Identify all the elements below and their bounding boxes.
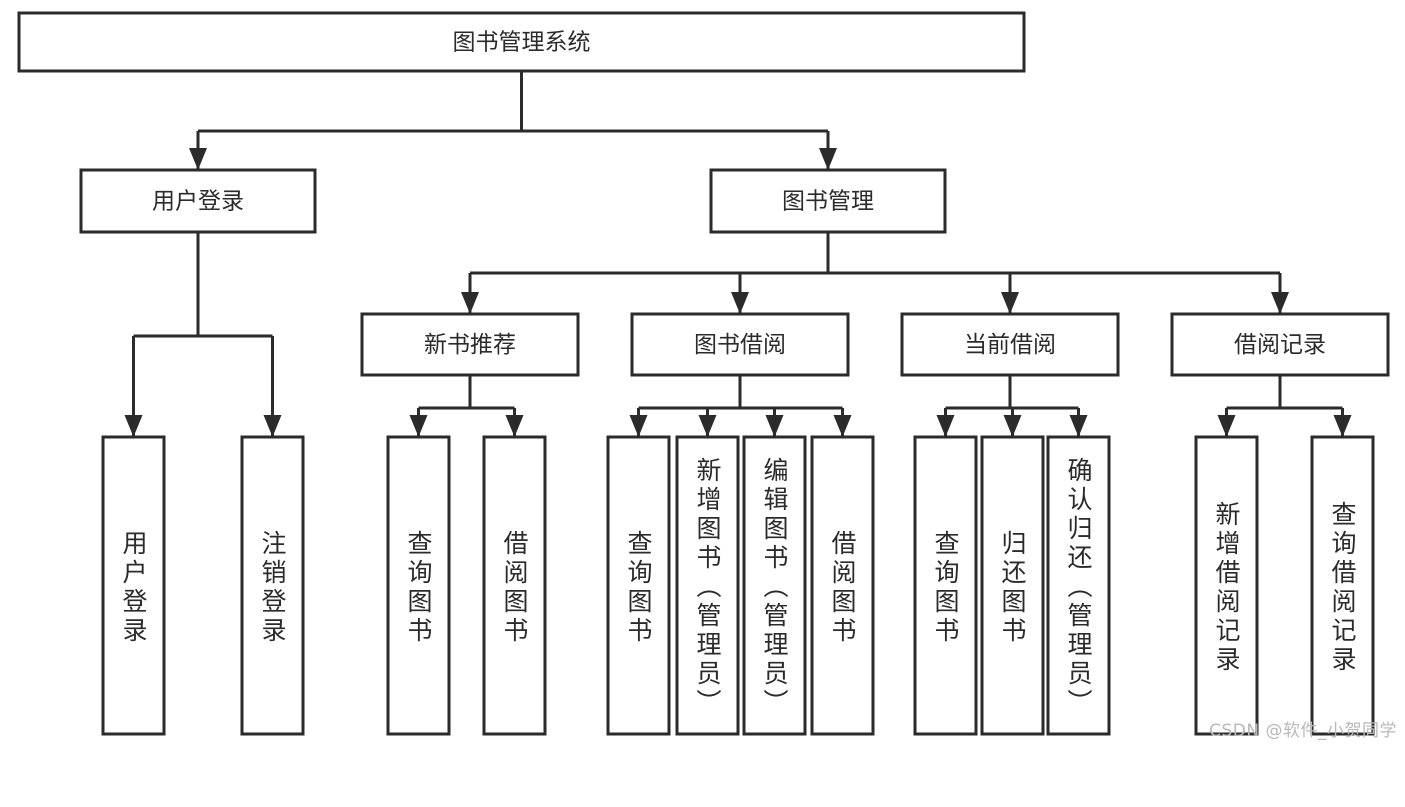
arrow-management-to-level2-0 xyxy=(461,292,479,314)
connector-layer xyxy=(124,71,1352,437)
arrow-management-to-level2-1 xyxy=(731,292,749,314)
node-box-leaf-7[interactable] xyxy=(810,435,875,736)
node-label-level2-3: 借阅记录 xyxy=(1234,332,1326,358)
arrow-root-to-level1-1 xyxy=(819,148,837,170)
node-label-level2-1: 图书借阅 xyxy=(694,332,786,358)
node-box-leaf-12[interactable] xyxy=(1310,435,1375,736)
arrow-management-to-level2-3 xyxy=(1271,292,1289,314)
arrow-图书借阅-to-leaf-0 xyxy=(629,415,648,437)
arrow-图书借阅-to-leaf-3 xyxy=(833,415,852,437)
node-label-level2-0: 新书推荐 xyxy=(424,332,516,358)
node-box-leaf-2[interactable] xyxy=(386,435,451,736)
arrow-借阅记录-to-leaf-0 xyxy=(1217,415,1236,437)
node-box-root[interactable] xyxy=(17,11,1026,73)
node-box-leaf-8[interactable] xyxy=(913,435,978,736)
node-box-level2-1[interactable] xyxy=(630,312,850,377)
node-box-leaf-5[interactable] xyxy=(675,435,740,736)
arrow-图书借阅-to-leaf-1 xyxy=(698,415,717,437)
node-box-level2-0[interactable] xyxy=(360,312,580,377)
node-box-leaf-6[interactable] xyxy=(742,435,807,736)
arrow-root-to-level1-0 xyxy=(189,148,207,170)
box-layer xyxy=(17,11,1390,736)
arrow-借阅记录-to-leaf-1 xyxy=(1333,415,1352,437)
node-label-root: 图书管理系统 xyxy=(453,30,591,56)
arrow-用户登录-to-leaf-1 xyxy=(263,415,282,437)
arrow-新书推荐-to-leaf-1 xyxy=(505,415,524,437)
node-box-leaf-11[interactable] xyxy=(1194,435,1259,736)
node-box-leaf-10[interactable] xyxy=(1046,435,1111,736)
arrow-当前借阅-to-leaf-1 xyxy=(1003,415,1022,437)
arrow-当前借阅-to-leaf-2 xyxy=(1069,415,1088,437)
diagram-root: 图书管理系统用户登录图书管理新书推荐图书借阅当前借阅借阅记录 用户登录注销登录查… xyxy=(17,11,1397,741)
arrow-management-to-level2-2 xyxy=(1001,292,1019,314)
node-box-leaf-4[interactable] xyxy=(606,435,671,736)
arrow-新书推荐-to-leaf-0 xyxy=(409,415,428,437)
node-box-level2-3[interactable] xyxy=(1170,312,1390,377)
node-box-level2-2[interactable] xyxy=(900,312,1120,377)
node-box-leaf-1[interactable] xyxy=(240,435,305,736)
arrow-用户登录-to-leaf-0 xyxy=(124,415,143,437)
node-box-leaf-3[interactable] xyxy=(482,435,547,736)
node-box-leaf-9[interactable] xyxy=(980,435,1045,736)
node-label-level2-2: 当前借阅 xyxy=(964,332,1056,358)
node-box-leaf-0[interactable] xyxy=(101,435,166,736)
watermark-text: CSDN @软件_小贺同学 xyxy=(1209,721,1397,741)
node-box-level1-0[interactable] xyxy=(79,168,317,234)
node-label-level1-0: 用户登录 xyxy=(152,189,244,215)
arrow-当前借阅-to-leaf-0 xyxy=(936,415,955,437)
node-box-level1-1[interactable] xyxy=(709,168,947,234)
arrow-图书借阅-to-leaf-2 xyxy=(765,415,784,437)
node-label-level1-1: 图书管理 xyxy=(782,189,874,215)
